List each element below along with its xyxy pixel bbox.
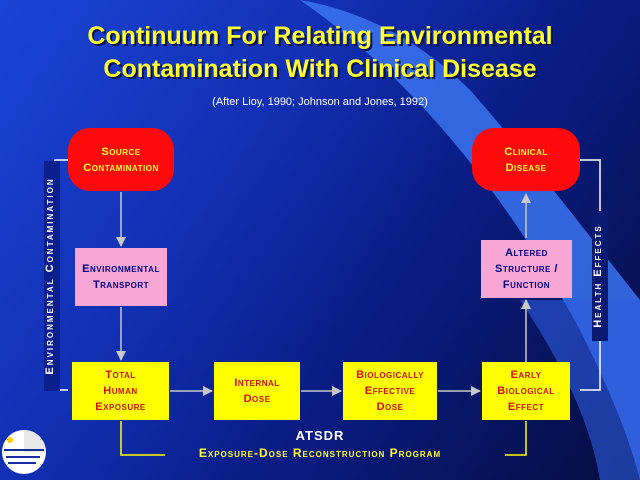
altered-line-3: Function <box>502 279 551 291</box>
clinical-line-1: Clinical <box>504 145 548 158</box>
clinical-line-2: Disease <box>505 161 547 174</box>
subtitle: (After Lioy, 1990; Johnson and Jones, 19… <box>212 96 428 108</box>
source-line-1: Source <box>101 145 141 158</box>
biodose-line-3: Dose <box>376 401 404 413</box>
altered-line-2: Structure / <box>495 263 558 275</box>
internal-dose-box: Internal Dose <box>214 362 300 420</box>
altered-line-1: Altered <box>505 247 548 259</box>
altered-structure-box: Altered Structure / Function <box>481 240 572 298</box>
title: Continuum For Relating Environmental Con… <box>20 20 620 86</box>
source-contamination-box: Source Contamination <box>68 128 174 191</box>
exposure-line-1: Total <box>105 369 136 381</box>
transport-line-1: Environmental <box>82 263 160 275</box>
early-biological-effect-box: Early Biological Effect <box>482 362 570 420</box>
clinical-disease-box: Clinical Disease <box>472 128 580 191</box>
biodose-line-2: Effective <box>364 385 416 397</box>
exposure-line-2: Human <box>103 385 138 397</box>
transport-line-2: Transport <box>92 279 150 291</box>
early-line-3: Effect <box>507 401 545 413</box>
total-human-exposure-box: Total Human Exposure <box>72 362 169 420</box>
program-label: Exposure-Dose Reconstruction Program <box>198 446 442 460</box>
internal-line-1: Internal <box>234 377 280 389</box>
exposure-line-3: Exposure <box>95 401 146 413</box>
bottom-bracket-right <box>505 421 527 456</box>
early-line-1: Early <box>510 369 542 381</box>
biodose-line-1: Biologically <box>356 369 424 381</box>
internal-line-2: Dose <box>243 393 271 405</box>
environmental-transport-box: Environmental Transport <box>75 248 167 306</box>
early-line-2: Biological <box>497 385 555 397</box>
atsdr-label: ATSDR <box>295 428 345 443</box>
source-line-2: Contamination <box>83 161 159 174</box>
title-line-1: Continuum For Relating Environmental <box>87 22 553 50</box>
biologically-effective-dose-box: Biologically Effective Dose <box>343 362 437 420</box>
bottom-bracket-left <box>120 421 165 456</box>
title-line-2: Contamination With Clinical Disease <box>103 55 537 83</box>
